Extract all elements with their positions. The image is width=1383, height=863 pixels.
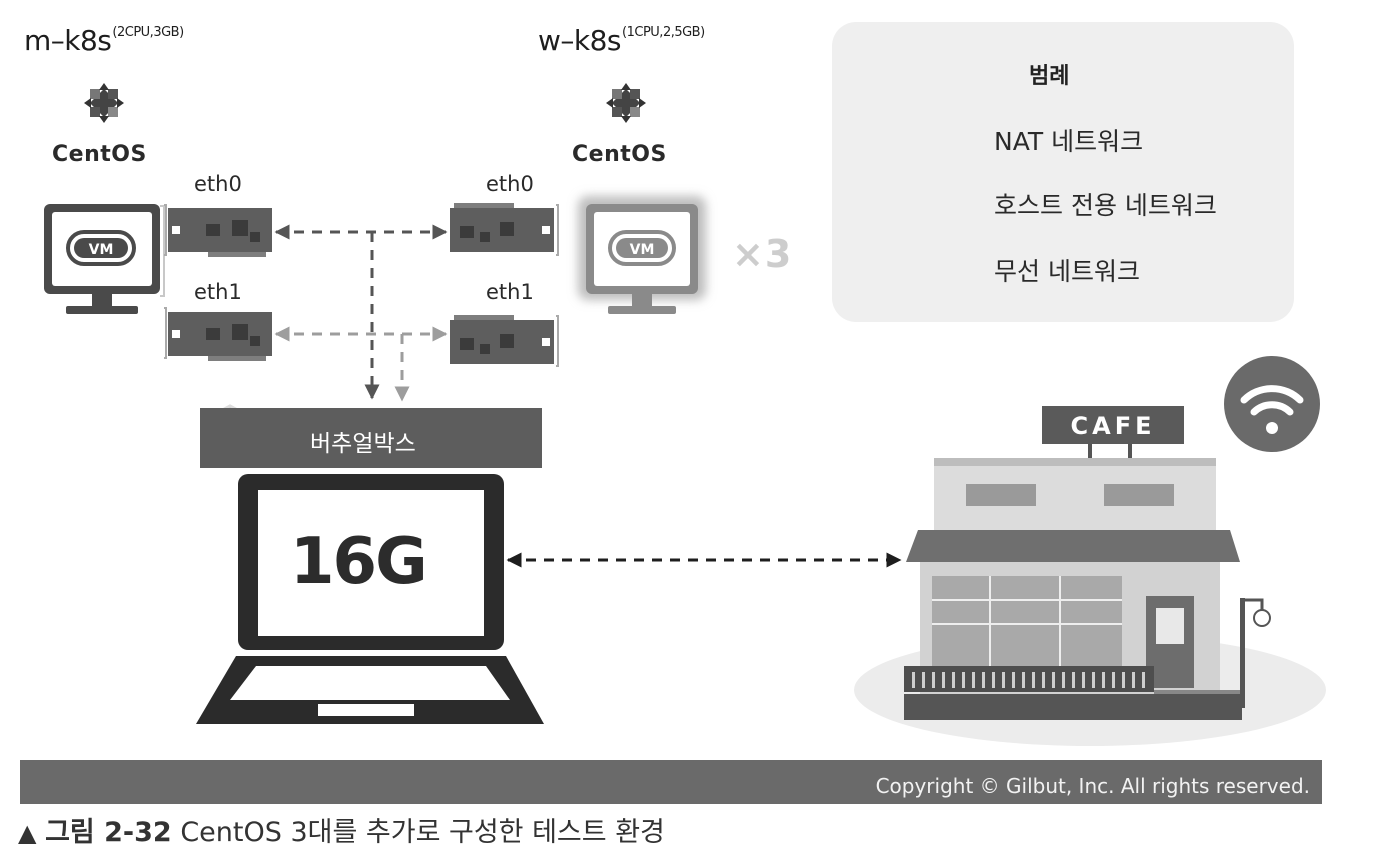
network-card-icon	[164, 204, 272, 257]
cafe-sign-text: CAFE	[1071, 412, 1156, 440]
legend-panel	[832, 22, 1294, 322]
worker-node-title: w–k8s(1CPU,2,5GB)	[538, 24, 705, 57]
cafe-building-icon	[854, 406, 1326, 746]
master-os-label: CentOS	[52, 142, 147, 167]
host-ram-label: 16G	[290, 525, 428, 599]
legend-label-nat: NAT 네트워크	[994, 127, 1144, 156]
worker-eth0-label: eth0	[486, 172, 534, 196]
worker-eth1-label: eth1	[486, 280, 534, 304]
master-node-title: m–k8s(2CPU,3GB)	[24, 24, 184, 57]
network-card-icon	[450, 315, 559, 367]
master-node-name: m–k8s	[24, 24, 112, 57]
caption-text: CentOS 3대를 추가로 구성한 테스트 환경	[180, 817, 665, 848]
figure-caption: ▲ 그림 2-32 CentOS 3대를 추가로 구성한 테스트 환경	[18, 810, 665, 849]
network-card-icon	[164, 307, 272, 361]
vm-badge-worker: VM	[630, 242, 655, 258]
worker-os-label: CentOS	[572, 142, 667, 167]
worker-count: ×3	[732, 232, 793, 276]
copyright-bar: Copyright © Gilbut, Inc. All rights rese…	[20, 760, 1322, 804]
legend-label-wireless: 무선 네트워크	[994, 257, 1140, 286]
centos-logo-icon	[606, 83, 646, 123]
centos-logo-icon	[84, 83, 124, 123]
legend-label-host-only: 호스트 전용 네트워크	[994, 191, 1217, 220]
hypervisor-label: 버추얼박스	[310, 431, 416, 457]
caption-number: 그림 2-32	[45, 817, 172, 848]
master-eth0-label: eth0	[194, 172, 242, 196]
legend-title: 범례	[1029, 64, 1070, 89]
nat-network-links	[274, 224, 448, 400]
worker-node-name: w–k8s	[538, 24, 622, 57]
master-node-spec: (2CPU,3GB)	[112, 25, 184, 40]
caption-marker-icon: ▲	[18, 819, 37, 847]
monitor-icon	[44, 204, 165, 314]
worker-node-spec: (1CPU,2,5GB)	[622, 25, 705, 40]
host-only-network-links	[274, 326, 448, 402]
network-card-icon	[450, 203, 559, 256]
hypervisor-bar: 버추얼박스	[200, 408, 542, 468]
vm-badge-master: VM	[89, 242, 114, 258]
laptop-icon	[196, 474, 544, 724]
wifi-icon	[1224, 356, 1320, 452]
copyright-text: Copyright © Gilbut, Inc. All rights rese…	[875, 774, 1310, 798]
master-eth1-label: eth1	[194, 280, 242, 304]
monitor-icon	[578, 196, 706, 314]
